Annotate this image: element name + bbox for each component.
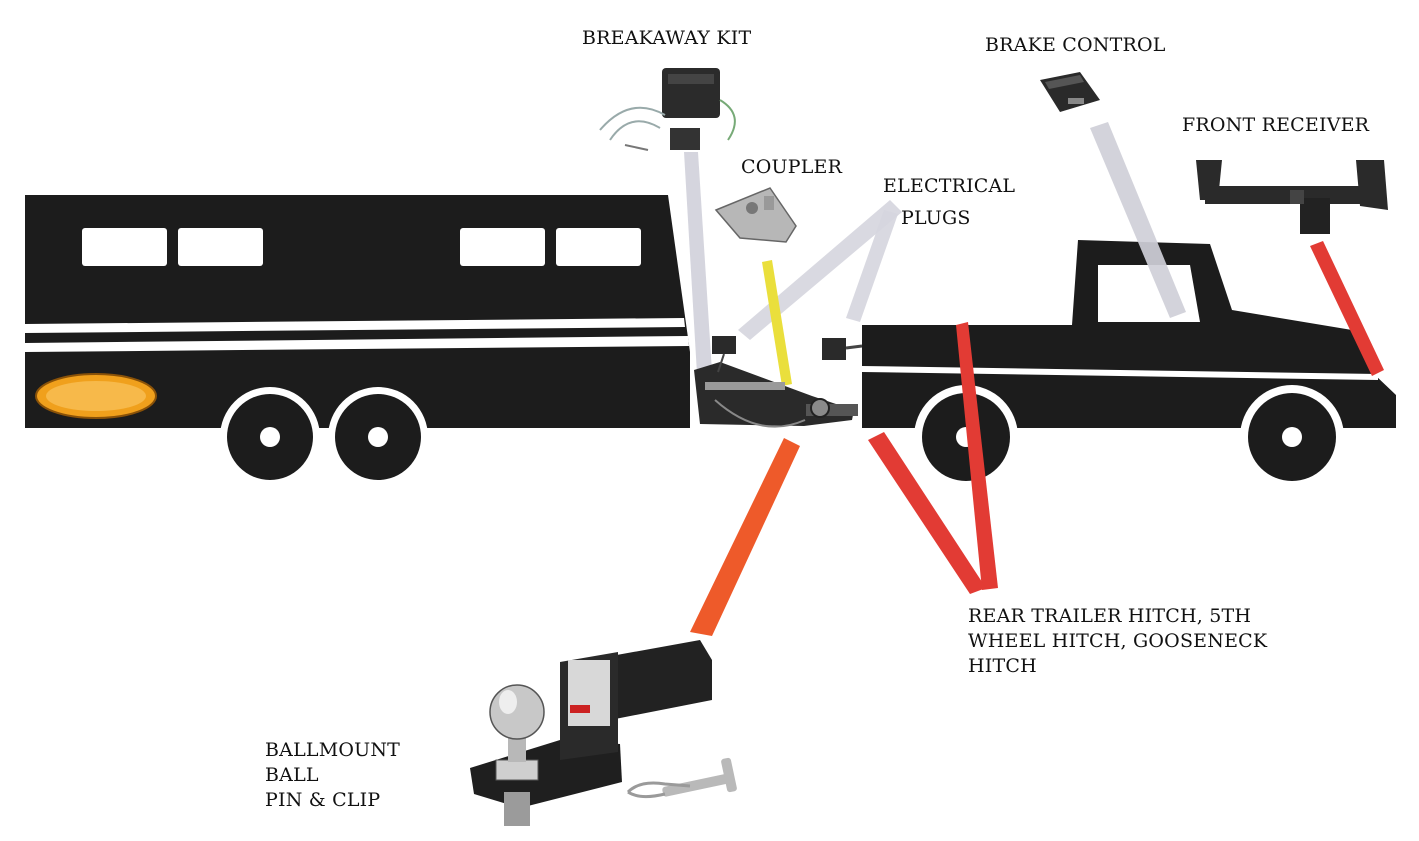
- wheel-hub: [260, 427, 280, 447]
- pointer-rear-hitch: [956, 322, 998, 590]
- truck: [862, 240, 1396, 489]
- trailer: [25, 195, 690, 487]
- trailer-stripe: [25, 318, 685, 333]
- pointer-rear-hitch: [868, 432, 986, 594]
- hitch-clip: [626, 781, 691, 794]
- trailer-window: [460, 228, 545, 266]
- pointer-electrical-plugs: [846, 210, 898, 322]
- brake-control-illustration: [1040, 72, 1100, 112]
- trailer-plug: [712, 336, 736, 354]
- label-electrical-plugs-1: ELECTRICAL: [883, 175, 1016, 197]
- wheel-hub: [368, 427, 388, 447]
- ballmount-illustration: [470, 640, 737, 826]
- label-rear-hitch-3: HITCH: [968, 655, 1037, 677]
- pointer-breakaway-kit: [684, 152, 712, 374]
- truck-plug: [822, 338, 846, 360]
- safety-chain: [714, 399, 806, 428]
- label-ballmount-3: PIN & CLIP: [265, 789, 381, 811]
- wheel-hub: [1282, 427, 1302, 447]
- label-coupler: COUPLER: [741, 156, 843, 178]
- trailer-window: [82, 228, 167, 266]
- hitch-ball-nut: [495, 759, 539, 781]
- pointer-ballmount: [690, 438, 800, 636]
- pointers: [684, 122, 1384, 636]
- trailer-stripe: [25, 336, 689, 352]
- breakaway-kit-illustration: [599, 68, 736, 151]
- ballmount-sticker: [568, 660, 610, 726]
- truck-window: [1098, 265, 1200, 322]
- label-electrical-plugs-2: PLUGS: [901, 207, 971, 229]
- trailer-window: [178, 228, 263, 266]
- hitch-pin: [662, 773, 732, 797]
- hitch-ball: [810, 398, 830, 418]
- hitch-assembly: [694, 336, 863, 428]
- label-rear-hitch-2: WHEEL HITCH, GOOSENECK: [968, 630, 1268, 652]
- hitch-ball-shank: [504, 792, 530, 826]
- marker-light-highlight: [46, 381, 146, 411]
- front-receiver-illustration: [1196, 160, 1388, 234]
- pointer-brake-control: [1090, 122, 1186, 318]
- receiver-left-bracket: [1196, 160, 1222, 200]
- coupler-illustration: [714, 187, 797, 243]
- label-breakaway-kit: BREAKAWAY KIT: [582, 27, 752, 49]
- pointer-front-receiver: [1310, 241, 1384, 376]
- label-front-receiver: FRONT RECEIVER: [1182, 114, 1370, 136]
- truck-stripe: [862, 366, 1378, 380]
- pointer-coupler: [762, 260, 792, 386]
- label-rear-hitch-1: REAR TRAILER HITCH, 5TH: [968, 605, 1252, 627]
- receiver-right-bracket: [1356, 160, 1388, 210]
- tongue-highlight: [705, 382, 785, 390]
- breakaway-switch: [670, 128, 700, 150]
- label-ballmount-1: BALLMOUNT: [265, 739, 401, 761]
- hitch-ball-top: [489, 684, 545, 740]
- receiver-tube: [1300, 198, 1330, 234]
- truck-body: [862, 240, 1396, 428]
- label-ballmount-2: BALL: [265, 764, 319, 786]
- label-brake-control: BRAKE CONTROL: [985, 34, 1166, 56]
- coupler-body: [714, 187, 797, 243]
- ballmount-shank: [600, 640, 712, 720]
- trailer-window: [556, 228, 641, 266]
